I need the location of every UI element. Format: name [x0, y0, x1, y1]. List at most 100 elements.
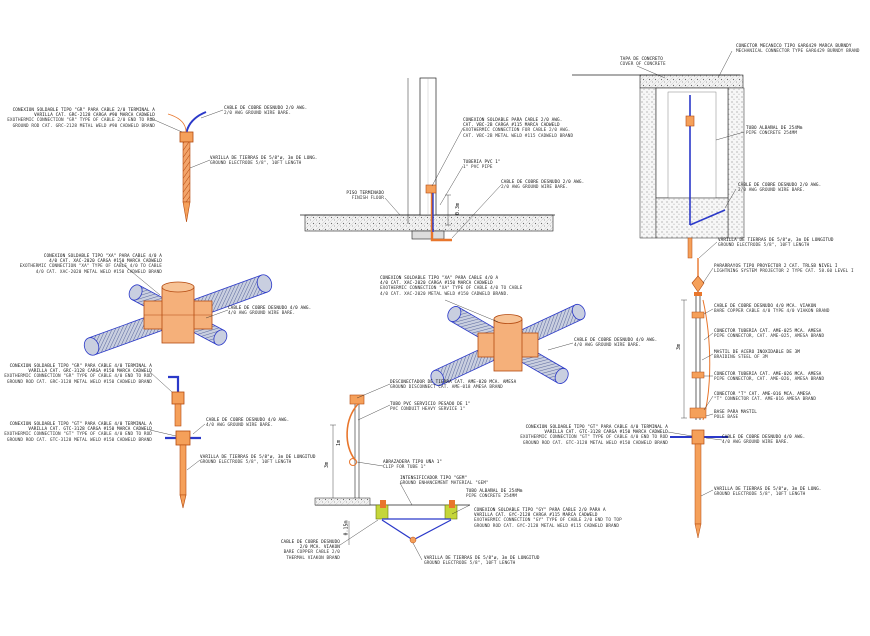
label-line: 2/0 MCA. VIAKON — [299, 545, 340, 551]
label-line: VARILLA DE TIERRAS DE 5/8"ø, 3m DE LONGI… — [718, 238, 834, 243]
label-line: PIPE CONCRETE 254MM — [746, 131, 798, 137]
dim-column-height: 0.3m — [455, 202, 462, 216]
label-xa-center-cable: CABLE DE COBRE DESNUDO 4/0 AWG.4/0 AWG G… — [574, 338, 657, 348]
label-line: TUBERIA PVC 1" — [463, 160, 501, 165]
label-line: CABLE DE COBRE DESNUDO 2/0 AWG. — [224, 106, 308, 111]
label-line: CONECTOR TUBERIA CAT. AME-025 MCA. AMESA — [714, 329, 822, 334]
label-line: COVER OF CONCRETE — [620, 62, 666, 68]
label-line: VARILLA DE TIERRAS DE 5/8"ø, 3m DE LONG. — [714, 487, 822, 492]
label-line: CAT. VBC-2B METAL WELD #115 CADWELD BRAN… — [463, 133, 574, 139]
label-gt-right-weld: CONEXION SOLDABLE TIPO "GT" PARA CABLE 4… — [520, 425, 668, 446]
label-gr-left-weld: CONEXION SOLDABLE TIPO "GR" PARA CABLE 4… — [4, 364, 152, 385]
label-clamp-pvc: ABRAZADERA TIPO UÑA 1"CLIP FOR TUBE 1" — [383, 460, 442, 470]
label-line: CABLE DE COBRE DESNUDO 4/0 AWG. — [574, 338, 658, 343]
label-line: MECHANICAL CONNECTOR TYPE GAR6429 BURNDY… — [736, 49, 860, 55]
detail-xa-cross-center — [430, 299, 586, 387]
label-box-cable-right: CABLE DE COBRE DESNUDO 2/0 AWG.2/0 AWG G… — [738, 183, 821, 193]
label-line: CONEXION SOLDABLE TIPO "GR" PARA CABLE 4… — [9, 364, 152, 369]
dim-disconnect-1: 1m — [336, 439, 343, 447]
label-line: 4/0 AWG GROUND WIRE BARE. — [574, 343, 642, 349]
label-line: TUBO PVC SERVICIO PESADO DE 1" — [390, 402, 471, 407]
label-line: CABLE DE COBRE DESNUDO — [280, 540, 340, 545]
label-line: GROUND ELECTRODE 5/8", 10FT LENGTH — [200, 460, 292, 466]
label-line: MASTIL DE ACERO INOXIDABLE DE 3M — [714, 350, 800, 355]
label-line: INTENSIFICADOR TIPO "GEM" — [400, 476, 468, 481]
label-gt-left-rod: VARILLA DE TIERRAS DE 5/8"ø, 3m DE LONGI… — [200, 455, 316, 465]
label-line: VARILLA DE TIERRAS DE 5/8"ø, 3m DE LONG. — [210, 156, 318, 161]
label-gt-left-weld: CONEXION SOLDABLE TIPO "GT" PARA CABLE 4… — [4, 422, 152, 443]
label-line: GROUND ROD CAT. GTC-3128 METAL WELD #150… — [6, 437, 152, 443]
label-line: CONEXION SOLDABLE TIPO "GT" PARA CABLE 4… — [9, 422, 152, 427]
label-line: PIPE CONCRETE 254MM — [466, 494, 518, 500]
label-line: BRAIDING STEEL OF 3M — [714, 355, 768, 361]
label-gt-right-rod: VARILLA DE TIERRAS DE 5/8"ø, 3m DE LONG.… — [714, 487, 821, 497]
label-line: PIPE CONNECTOR, CAT. AME-026, AMESA BRAN… — [714, 377, 825, 383]
label-line: CONEXION SOLDABLE PARA CABLE 2/0 AWG. — [463, 118, 563, 123]
label-gem-box: INTENSIFICADOR TIPO "GEM"GROUND ENHANCEM… — [400, 476, 489, 486]
label-gt-right-cable: CABLE DE COBRE DESNUDO 4/0 AWG.4/0 AWG G… — [722, 435, 805, 445]
label-line: FINISH FLOOR — [351, 196, 384, 202]
detail-ground-rod-gt-left — [149, 423, 206, 509]
label-line: PISO TERMINADO — [346, 191, 384, 196]
label-lightning: PARARRAYOS TIPO PROYECTOR 2 CAT. TRLSB N… — [714, 264, 854, 274]
label-line: CABLE DE COBRE DESNUDO 2/0 AWG. — [501, 180, 585, 185]
label-line: CONEXION SOLDABLE TIPO "GT" PARA CABLE 4… — [525, 425, 668, 430]
label-line: EXOTHERMIC CONNECTION "GR" TYPE OF CABLE… — [4, 374, 152, 380]
label-line: VARILLA DE TIERRAS DE 5/8"ø, 3m DE LONGI… — [424, 556, 540, 561]
label-line: 2/0 AWG GROUND WIRE BARE. — [738, 188, 806, 194]
label-column-weld: CONEXION SOLDABLE PARA CABLE 2/0 AWG. CAT… — [463, 118, 573, 139]
label-line: 4/0 AWG GROUND WIRE BARE. — [722, 440, 790, 446]
label-line: CONEXION SOLDABLE TIPO "XA" PARA CABLE 4… — [43, 254, 162, 259]
label-line: EXOTHERMIC CONNECTION "XA" TYPE OF CABLE… — [380, 286, 523, 292]
label-line: EXOTHERMIC CONNECTION "GR" TYPE OF CABLE… — [7, 118, 155, 124]
label-conn-t-upper: CONECTOR TUBERIA CAT. AME-026 MCA. AMESA… — [714, 372, 824, 382]
dim-mast-height: 3m — [676, 343, 683, 351]
label-line: CONEXION SOLDABLE TIPO "GY" PARA CABLE 2… — [474, 508, 606, 513]
label-line: DESCONECTADOR DE TIERRA CAT. AME-020 MCA… — [390, 380, 517, 385]
label-line: PIPE CONNECTOR, CAT. AME-025, AMESA BRAN… — [714, 334, 825, 340]
label-line: VARILLA CAT. GTC-3128 CARGA #150 MARCA C… — [28, 427, 152, 433]
label-line: CABLE DE COBRE DESNUDO 4/0 AWG. — [206, 418, 290, 423]
label-line: CONECTOR "T" CAT. AME-016 MCA. AMESA — [714, 392, 811, 397]
label-pvc-heavy: TUBO PVC SERVICIO PESADO DE 1"PVC CONDUI… — [390, 402, 471, 412]
label-line: TAPA DE CONCRETO — [620, 57, 663, 62]
label-line: EXOTHERMIC CONNECTION FOR CABLE 2/0 AWG. — [463, 128, 571, 134]
label-line: 1" PVC PIPE — [463, 165, 493, 171]
detail-column-bonding — [300, 77, 555, 242]
label-disconnect: DESCONECTADOR DE TIERRA CAT. AME-020 MCA… — [390, 380, 516, 390]
label-line: TUBO ALBAÑAL DE 254Mm — [746, 126, 803, 131]
label-line: "T" CONNECTOR CAT. AME-016 AMESA BRAND — [714, 397, 817, 403]
label-rod-right-top: VARILLA DE TIERRAS DE 5/8"ø, 3m DE LONGI… — [718, 238, 834, 248]
label-line: 4/0 CAT. XAC-2020 CARGA #150 MARCA CADWE… — [380, 281, 493, 287]
label-line: EXOTHERMIC CONNECTION "GT" TYPE OF CABLE… — [520, 435, 668, 441]
label-line: GROUND ROD CAT. GRC-2128 METAL WELD #90 … — [12, 123, 155, 129]
label-xa-left-cable: CABLE DE COBRE DESNUDO 4/0 AWG.4/0 AWG G… — [228, 306, 311, 316]
detail-inspection-box — [572, 50, 745, 259]
label-line: POLE BASE — [714, 415, 739, 421]
label-gt-left-cable: CABLE DE COBRE DESNUDO 4/0 AWG.4/0 AWG G… — [206, 418, 289, 428]
label-line: CLIP FOR TUBE 1" — [383, 465, 426, 471]
label-line: GROUND DISCONNECT CAT. AME-018 AMESA BRA… — [390, 385, 503, 391]
label-line: GROUND ENHANCEMENT MATERIAL "GEM" — [400, 481, 489, 487]
label-line: GROUND ELECTRODE 5/8", 10FT LENGTH — [718, 243, 810, 249]
label-line: VARILLA CAT. GRC-2128 CARGA #90 MARCA CA… — [34, 113, 155, 119]
label-line: PARARRAYOS TIPO PROYECTOR 2 CAT. TRLSB N… — [714, 264, 838, 269]
label-line: 4/0 AWG GROUND WIRE BARE. — [228, 311, 296, 317]
label-line: 2/0 AWG GROUND WIRE BARE. — [224, 111, 292, 117]
label-rod-top-left-cable: CABLE DE COBRE DESNUDO 2/0 AWG.2/0 AWG G… — [224, 106, 307, 116]
label-line: CABLE DE COBRE DESNUDO 4/0 MCA. VIAKON — [714, 304, 817, 309]
label-line: GROUND ROD CAT. GYC-2128 METAL WELD #115… — [474, 523, 620, 529]
label-line: GROUND ELECTRODE 5/8", 10FT LENGTH — [714, 492, 806, 498]
label-line: EXOTHERMIC CONNECTION "GY" TYPE OF CABLE… — [474, 518, 622, 524]
label-line: BARE COPPER CABLE 2/0 — [283, 550, 340, 556]
label-line: VARILLA CAT. GTC-3128 CARGA #150 MARCA C… — [544, 430, 668, 436]
label-line: CABLE DE COBRE DESNUDO 2/0 AWG. — [738, 183, 822, 188]
label-column-cable: CABLE DE COBRE DESNUDO 2/0 AWG.2/0 AWG G… — [501, 180, 584, 190]
label-line: TUBO ALBAÑAL DE 254Mm — [466, 489, 523, 494]
label-box-rod: VARILLA DE TIERRAS DE 5/8"ø, 3m DE LONGI… — [424, 556, 540, 566]
label-line: CONECTOR MECANICO TIPO GAR6429 MARCA BUR… — [736, 44, 852, 49]
